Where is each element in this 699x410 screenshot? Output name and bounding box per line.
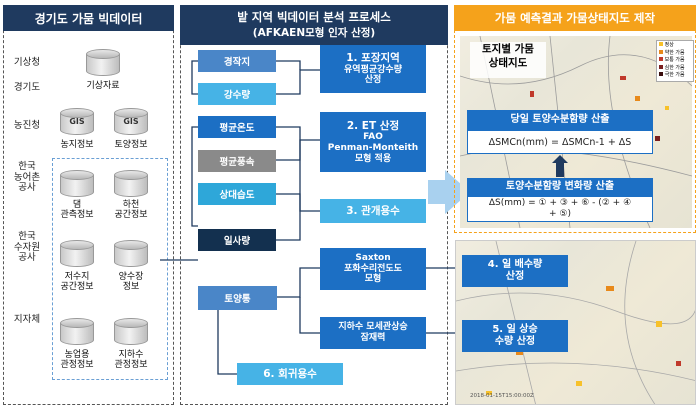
step-1-field-area: 1. 포장지역 유역평균강수량 산정 <box>320 45 426 93</box>
map-footer: 2018-01-15T15:00:00Z <box>470 393 534 399</box>
source-river: 하천 공간정보 <box>114 200 148 221</box>
step-2-line-1: FAO <box>363 132 383 143</box>
formula-2: ΔS(mm) = ① + ③ + ⑥ - (② + ④ <box>488 198 632 208</box>
factor-mean-wind: 평균풍속 <box>198 150 276 172</box>
saxton-title: Saxton <box>355 252 391 263</box>
source-weather: 기상자료 <box>86 81 120 91</box>
agency-kma: 기상청 <box>13 56 41 68</box>
factor-radiation: 일사량 <box>198 229 276 251</box>
database-icon <box>86 49 120 77</box>
database-icon <box>114 318 148 346</box>
step-capillary-rise: 지하수 모세관상승 잠재력 <box>320 317 426 349</box>
legend-moderate: 보통 가뭄 <box>664 57 685 63</box>
legend-weak: 약한 가뭄 <box>664 49 685 56</box>
formula-2-cont: + ⑤) <box>549 209 571 219</box>
step-2-title: 2. ET 산정 <box>346 119 400 132</box>
factor-soil-series: 토양통 <box>198 286 277 310</box>
step-saxton: Saxton 포화수리전도도 모형 <box>320 248 426 290</box>
saxton-line-1: 포화수리전도도 <box>344 263 402 274</box>
step-3-title: 3. 관개용수 <box>346 204 400 217</box>
formula-2-box: ΔS(mm) = ① + ③ + ⑥ - (② + ④ + ⑤) <box>467 196 653 222</box>
middle-panel-title: 밭 지역 빅데이터 분석 프로세스 <box>237 10 391 25</box>
factor-precipitation: 강수량 <box>198 83 276 105</box>
map-label: 토지별 가뭄 상태지도 <box>470 42 546 78</box>
legend-normal: 정상 <box>664 42 674 48</box>
agency-rda: 농진청 <box>13 119 41 131</box>
agency-local-gov: 지자체 <box>13 313 41 325</box>
capillary-line-1: 잠재력 <box>360 333 386 343</box>
step-1-line-1: 유역평균강수량 <box>344 64 402 75</box>
map-legend: 정상 약한 가뭄 보통 가뭄 심한 가뭄 극한 가뭄 <box>656 40 694 82</box>
agency-krc: 한국 농어촌 공사 <box>13 160 41 194</box>
database-icon: GIS <box>114 108 148 136</box>
source-soil: 토양정보 <box>114 140 148 150</box>
source-agri-well: 농업용 관정정보 <box>60 350 94 371</box>
right-panel-title: 가뭄 예측결과 가뭄상태지도 제작 <box>454 5 696 31</box>
source-reservoir: 저수지 공간정보 <box>60 272 94 293</box>
capillary-title: 지하수 모세관상승 <box>338 322 408 333</box>
factor-farmland: 경작지 <box>198 50 276 72</box>
source-groundwater-well: 지하수 관정정보 <box>114 350 148 371</box>
database-icon: GIS <box>60 108 94 136</box>
middle-panel-subtitle: (AFKAEN모형 인자 산정) <box>252 26 376 39</box>
database-icon <box>114 170 148 198</box>
step-2-et: 2. ET 산정 FAO Penman-Monteith 모형 적용 <box>320 112 426 172</box>
agency-kwater: 한국 수자원 공사 <box>13 230 41 264</box>
step-6-title: 6. 회귀용수 <box>263 367 317 380</box>
step-1-title: 1. 포장지역 <box>346 51 400 64</box>
big-arrow <box>428 170 470 214</box>
formula-arrow <box>552 155 568 177</box>
factor-humidity: 상대습도 <box>198 183 276 205</box>
step-1-line-2: 산정 <box>364 75 382 86</box>
left-panel-title: 경기도 가뭄 빅데이터 <box>3 5 174 31</box>
legend-severe: 심한 가뭄 <box>664 64 685 71</box>
step-2-line-2: Penman-Monteith <box>327 142 419 153</box>
database-icon <box>60 170 94 198</box>
formula-1: ΔSMCn(mm) = ΔSMCn-1 + ΔS <box>467 130 653 154</box>
agency-gyeonggi: 경기도 <box>13 81 41 93</box>
source-farmland: 농지정보 <box>60 140 94 150</box>
database-icon <box>114 240 148 268</box>
formula-2-title: 토양수분함량 변화량 산출 <box>467 178 653 196</box>
legend-extreme: 극한 가뭄 <box>664 72 685 78</box>
database-icon <box>60 240 94 268</box>
step-5-capillary: 5. 일 상승 수량 산정 <box>462 320 568 352</box>
public-sources-box <box>52 158 168 380</box>
saxton-line-2: 모형 <box>364 274 382 285</box>
formula-1-title: 당일 토양수분함량 산출 <box>467 110 653 130</box>
factor-mean-temperature: 평균온도 <box>198 116 276 138</box>
step-3-irrigation: 3. 관개용수 <box>320 199 426 223</box>
step-4-drainage: 4. 일 배수량 산정 <box>462 255 568 287</box>
source-pump-station: 양수장 정보 <box>118 272 144 293</box>
step-2-line-3: 모형 적용 <box>354 153 392 164</box>
step-6-return-flow: 6. 회귀용수 <box>237 363 343 385</box>
database-icon <box>60 318 94 346</box>
source-dam: 댐 관측정보 <box>60 200 94 221</box>
middle-panel-header: 밭 지역 빅데이터 분석 프로세스 (AFKAEN모형 인자 산정) <box>180 5 448 45</box>
